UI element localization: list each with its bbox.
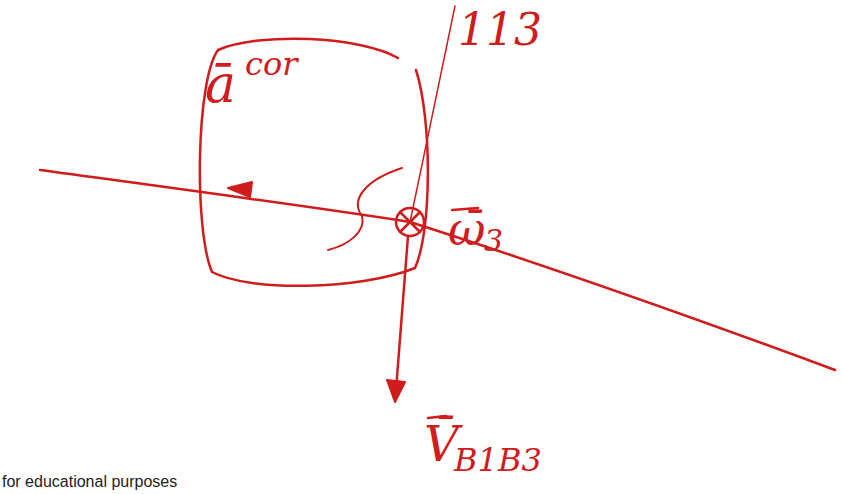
footer-note: for educational purposes <box>2 474 177 490</box>
acceleration-label: ā <box>205 58 236 110</box>
small-arc <box>328 168 402 250</box>
direction-arrowhead <box>228 182 252 197</box>
subscript-label: B1B3 <box>454 444 542 476</box>
velocity-arrowhead <box>387 380 405 402</box>
into-page-symbol <box>396 208 424 236</box>
axis-line <box>40 170 835 370</box>
axis-label: 113 <box>458 8 542 52</box>
loop-curve <box>200 39 428 286</box>
superscript-label: cor <box>245 48 297 80</box>
angular-velocity-label: ω̄ <box>448 206 486 252</box>
axis-113 <box>410 6 455 222</box>
velocity-label: V̄ <box>424 420 459 468</box>
subscript-label: 3 <box>484 226 503 256</box>
velocity-arrow <box>396 236 408 390</box>
into-page-cross <box>400 212 420 232</box>
